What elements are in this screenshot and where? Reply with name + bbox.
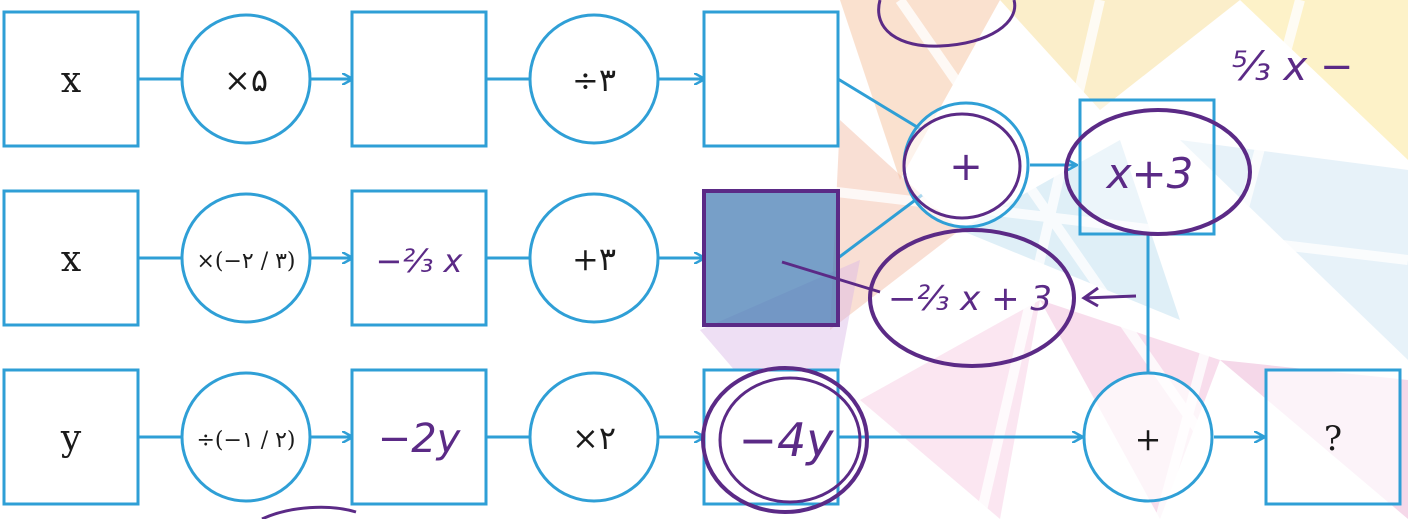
corner-annotation: ⁵⁄₃ x − [1232, 44, 1353, 90]
row3-out-label: −4y [738, 413, 834, 467]
row1-op2-circle [528, 13, 660, 145]
row1-mid-box [350, 10, 488, 148]
row1-op2-label: ÷۳ [572, 61, 616, 99]
row3-mid-label: −2y [378, 416, 462, 462]
row3-op2-circle [528, 371, 660, 503]
final-result-box [1264, 368, 1402, 506]
row3-op1-circle [180, 371, 312, 503]
row2-op1-circle [180, 192, 312, 324]
hand-arrow-to-annotation [781, 260, 881, 294]
row3-op2-label: ×۲ [572, 419, 616, 457]
row1-input-box [2, 10, 140, 148]
top-result-label: x+3 [1105, 149, 1194, 198]
row2-mid-box [350, 189, 488, 327]
hand-circle-row3-out [701, 366, 869, 514]
row3-input-box [2, 368, 140, 506]
middle-annotation: −²⁄₃ x + 3 [888, 279, 1052, 319]
row1-op1-label: ×۵ [224, 61, 268, 99]
connectors [138, 79, 1264, 437]
row2-op2-label: +۳ [572, 240, 616, 278]
row1-out-box [702, 10, 840, 148]
row3-mid-box [350, 368, 488, 506]
bottom-combine-circle [1082, 371, 1214, 503]
row2-op2-circle [528, 192, 660, 324]
hand-circle-top-combine [902, 112, 1022, 220]
top-combine-op: + [949, 144, 983, 190]
row2-input-box [2, 189, 140, 327]
hand-stroke-bottom [261, 505, 357, 519]
row2-input-label: x [61, 239, 81, 280]
hand-arc-top [877, 0, 1017, 48]
row3-op1-label: ÷(−۱ / ۲) [196, 428, 295, 453]
row1-input-label: x [61, 60, 81, 101]
row2-mid-label: −²⁄₃ x [376, 242, 464, 280]
bottom-combine-op: + [1135, 420, 1162, 458]
hand-circle-row3-out-inner [718, 376, 862, 504]
row3-input-label: y [60, 418, 82, 459]
row2-out-box [702, 189, 840, 327]
hand-arrow-into-annotation [1083, 294, 1137, 300]
row1-op1-circle [180, 13, 312, 145]
hand-circle-top-result [1064, 108, 1252, 236]
row2-op1-label: ×(−۲ / ۳) [196, 249, 295, 274]
final-result-label: ? [1324, 419, 1342, 459]
hand-circle-middle-annotation [868, 228, 1076, 368]
